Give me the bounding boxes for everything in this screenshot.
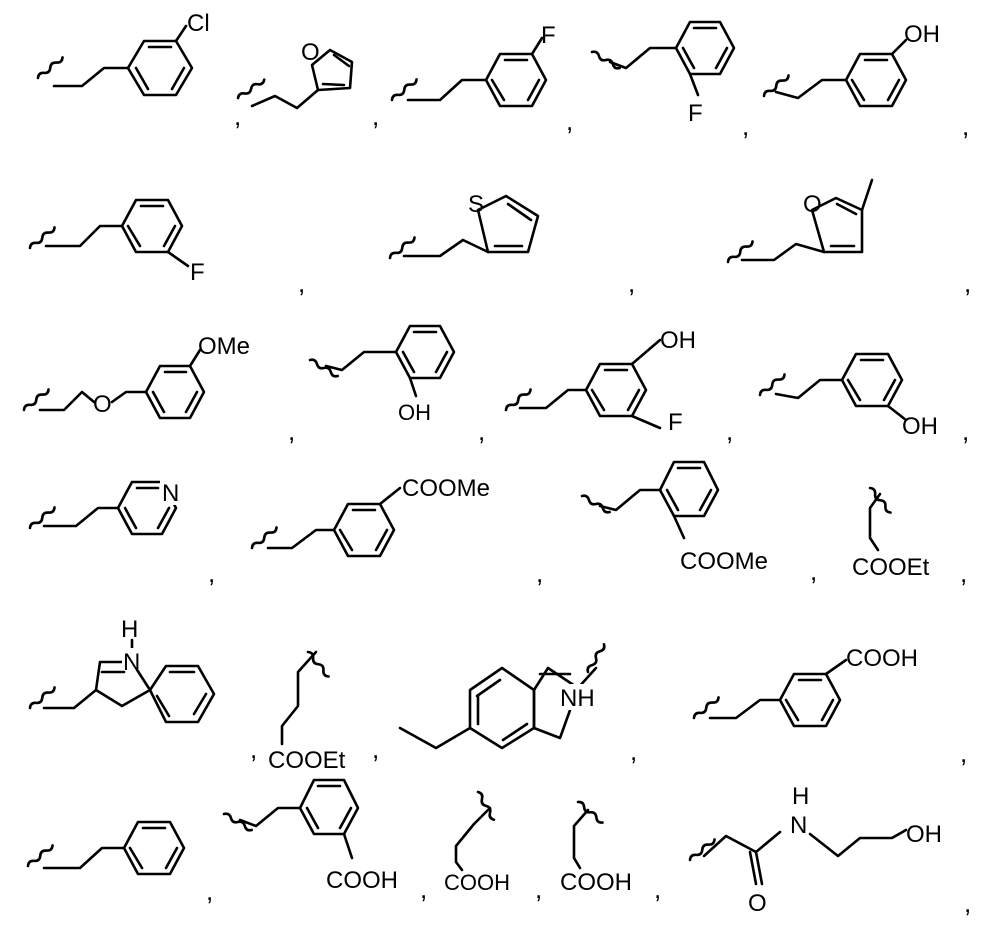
structure-3-fluoro-4-hydroxyphenethyl: OH F [505, 327, 696, 436]
separator-comma: , [960, 558, 967, 588]
separator-comma: , [654, 874, 661, 904]
label-f: F [541, 22, 556, 49]
separator-comma: , [628, 268, 635, 298]
separator-comma: , [566, 106, 573, 136]
structure-5-methyl-2-furyl-ethyl: O [727, 180, 872, 264]
structure-4-methoxycarbonylphenethyl: COOMe [251, 475, 490, 556]
label-o: O [93, 391, 112, 418]
structure-2-carboxyethyl: COOH [444, 791, 510, 895]
label-f: F [668, 409, 683, 436]
label-o: O [803, 191, 822, 218]
separator-comma: , [535, 874, 542, 904]
label-ome: OMe [198, 333, 250, 360]
separator-comma: , [372, 101, 379, 131]
separator-comma: , [726, 416, 733, 446]
separator-comma: , [810, 556, 817, 586]
label-cl: Cl [187, 10, 210, 37]
separator-comma: , [630, 736, 637, 766]
separator-comma: , [960, 738, 967, 768]
separator-comma: , [536, 558, 543, 588]
label-n: N [790, 812, 807, 839]
structure-3-hydroxyphenethyl: OH [759, 354, 938, 440]
label-oh: OH [902, 413, 938, 440]
label-coome: COOMe [680, 548, 768, 575]
label-nh: NH [560, 685, 595, 712]
label-oh: OH [904, 21, 940, 48]
label-cooet: COOEt [852, 554, 930, 581]
label-f: F [190, 259, 205, 286]
structure-4-hydroxyphenethyl: OH [763, 21, 940, 106]
label-o: O [748, 890, 767, 917]
label-h: H [121, 616, 138, 643]
separator-comma: , [234, 101, 241, 131]
label-h: H [792, 783, 809, 810]
separator-comma: , [420, 874, 427, 904]
separator-comma: , [962, 416, 969, 446]
label-cooh: COOH [560, 869, 632, 896]
structure-2-furyl-ethyl: O [237, 39, 352, 108]
label-cooh: COOH [846, 645, 918, 672]
structure-2-ethoxycarbonylethyl: COOEt [268, 651, 346, 774]
structure-4-fluorophenethyl: F [391, 22, 556, 106]
structure-phenethyl [27, 822, 184, 874]
structure-2-fluorophenethyl: F [591, 22, 734, 127]
separator-comma: , [478, 416, 485, 446]
structure-indol-3-ylmethyl: H N [29, 616, 214, 722]
separator-comma: , [250, 734, 257, 764]
separator-comma: , [298, 268, 305, 298]
label-coome: COOMe [402, 475, 490, 502]
structure-ethoxycarbonylmethyl: COOEt [852, 487, 930, 581]
label-o: O [301, 39, 320, 66]
structure-2-thienyl-ethyl: S [389, 191, 538, 260]
structure-2-hydroxyphenethyl: OH [309, 326, 454, 425]
separator-comma: , [962, 111, 969, 141]
structure-4-chlorophenethyl: Cl [37, 10, 210, 95]
label-oh: OH [906, 821, 942, 848]
separator-comma: , [206, 876, 213, 906]
structure-3-fluorophenethyl: F [29, 200, 205, 286]
label-f: F [688, 100, 703, 127]
label-cooh: COOH [444, 870, 510, 895]
separator-comma: , [208, 558, 215, 588]
label-n: N [123, 649, 140, 676]
separator-comma: , [964, 888, 971, 918]
separator-comma: , [372, 734, 379, 764]
label-cooh: COOH [326, 867, 398, 894]
label-oh: OH [660, 327, 696, 354]
structure-carboxymethyl: COOH [560, 800, 632, 896]
structure-4-methoxybenzyloxy-ethyl: O OMe [23, 333, 250, 418]
structure-2-carboxyphenethyl: COOH [223, 780, 398, 894]
separator-comma: , [742, 111, 749, 141]
structure-hydroxyethylcarbamoylmethyl: H N OH O [689, 783, 942, 917]
structure-4-pyridyl-ethyl: N [29, 475, 186, 534]
label-oh: OH [398, 400, 431, 425]
label-s: S [468, 191, 484, 218]
label-n: N [162, 480, 179, 507]
structure-5-ethyl-indol-2-yl: NH [400, 643, 606, 748]
separator-comma: , [964, 268, 971, 298]
structure-4-carboxyphenethyl: COOH [693, 645, 918, 726]
structure-2-methoxycarbonylphenethyl: COOMe [581, 462, 768, 575]
label-cooet: COOEt [268, 747, 346, 774]
separator-comma: , [288, 416, 295, 446]
